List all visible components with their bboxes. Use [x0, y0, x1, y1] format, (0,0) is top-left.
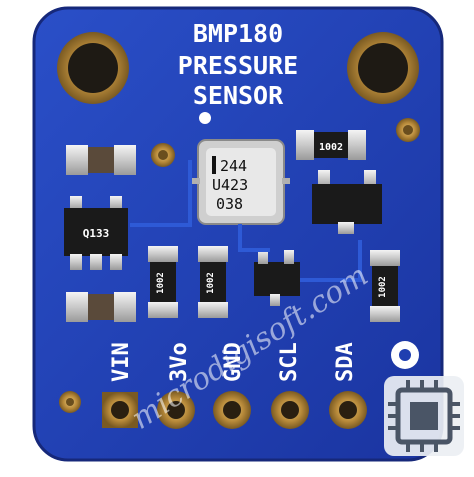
chip-label-line1: 244 — [220, 157, 247, 175]
resistor-label: 1002 — [378, 276, 388, 298]
pin-label-gnd: GND — [221, 342, 246, 382]
pcb-trace — [130, 160, 192, 227]
adafruit-star-icon — [391, 341, 419, 369]
transistor-right — [312, 170, 382, 234]
chip-label-line2: U423 — [212, 176, 248, 194]
capacitor-top-left — [66, 145, 136, 175]
resistor-vertical-3: 1002 — [370, 250, 400, 322]
via — [199, 112, 211, 124]
pcb-trace — [300, 240, 362, 282]
board-title-line1: BMP180 — [193, 19, 283, 48]
resistor-label: 1002 — [156, 272, 166, 294]
resistor-vertical-1: 1002 — [148, 246, 178, 318]
pin-label-3vo: 3Vo — [167, 342, 192, 382]
mounting-hole-right — [347, 32, 419, 104]
resistor-label: 1002 — [206, 272, 216, 294]
resistor-label: 1002 — [319, 142, 343, 153]
pin-label-vin: VIN — [109, 342, 134, 382]
resistor-top-right: 1002 — [296, 130, 366, 160]
mounting-hole-left — [57, 32, 129, 104]
pin-label-scl: SCL — [277, 342, 302, 382]
bmp180-sensor-chip: 244 U423 038 — [192, 139, 290, 225]
header-pad-scl — [271, 391, 309, 429]
header-pad-vin — [102, 392, 138, 428]
board-title-line3: SENSOR — [193, 81, 284, 110]
pcb-trace — [238, 224, 270, 252]
regulator-label: Q133 — [83, 227, 110, 240]
voltage-regulator: Q133 — [64, 196, 128, 270]
transistor-center — [254, 250, 300, 306]
capacitor-bottom-left — [66, 292, 136, 322]
header-pad-sda — [329, 391, 367, 429]
resistor-vertical-2: 1002 — [198, 246, 228, 318]
chip-label-line3: 038 — [216, 195, 243, 213]
board-title-line2: PRESSURE — [178, 51, 298, 80]
header-pad-3vo — [157, 391, 195, 429]
header-pad-gnd — [213, 391, 251, 429]
pin-label-sda: SDA — [333, 342, 358, 382]
chip-icon — [384, 376, 464, 456]
